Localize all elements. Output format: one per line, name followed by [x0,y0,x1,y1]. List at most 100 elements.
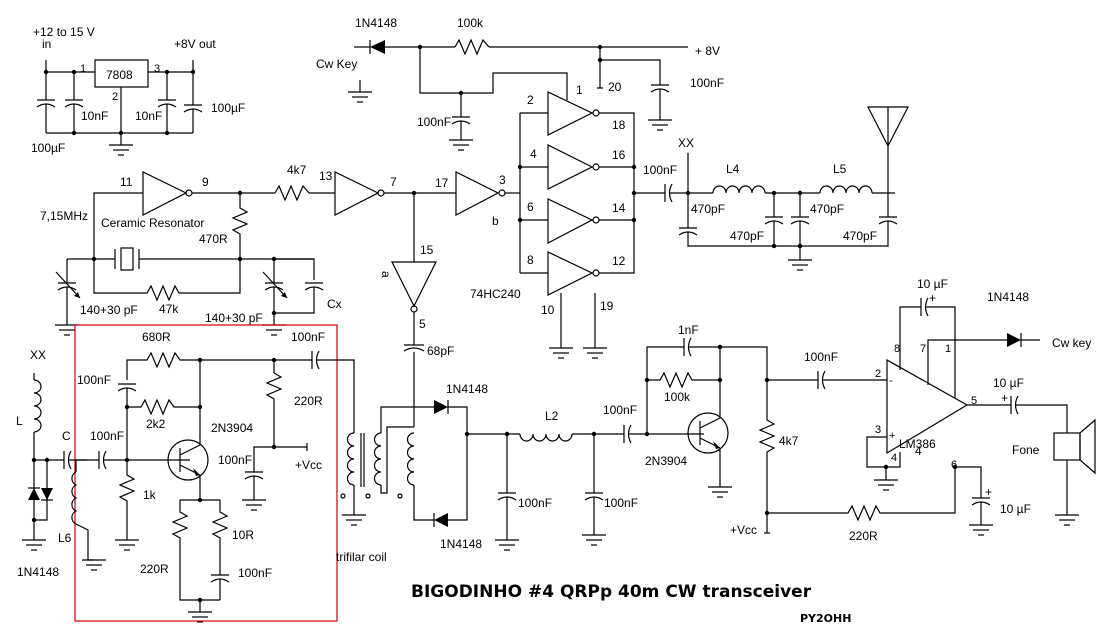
transistor-2n3904 [687,412,729,454]
resistor-icon [647,371,720,389]
inductor-l5-icon [819,185,873,194]
pin-label: 16 [612,148,626,162]
ground-icon [582,347,608,359]
inductor-l-icon [33,379,42,433]
pin-label: 10 [541,303,555,317]
diode-icon [370,40,385,54]
pin-label: 3 [154,63,160,75]
inductor-label: L5 [833,162,847,176]
pin-label: 18 [612,118,626,132]
ground-icon [548,347,574,359]
input-voltage-label: +12 to 15 V [33,25,95,39]
vcc-label: +Vcc [295,458,322,472]
pin-label: 1 [80,63,86,75]
node-label-b: b [492,214,499,228]
transistor-label: 2N3904 [645,454,687,468]
inverter-gate [391,261,437,308]
plus-label: + [985,485,992,499]
lowpass-filter-section: 100nF XX L4 L5 470pF 470pF 470pF 470pF [634,106,909,271]
resistor-label: 220R [294,394,323,408]
pin-label: 6 [951,459,957,471]
diode-label: 1N4148 [355,16,397,30]
keying-section: 1N4148 100k Cw Key + 8V 100nF 20 100nF [316,16,724,151]
pin-label: 1 [945,343,951,355]
author-label: PY2OHH [800,612,851,625]
pin-label: 2 [527,93,534,107]
resistor-label: 4k7 [779,434,799,448]
phone-label: Fone [1012,443,1040,457]
cap-label: 10 µF [1000,502,1031,516]
inductor-label: L [16,414,23,428]
ground-icon [108,144,134,156]
plus-label: + [889,430,895,442]
resistor-icon [454,38,490,56]
pin-label: 19 [600,299,614,313]
resistor-icon [118,460,136,540]
ground-icon [241,499,267,511]
diode-label: 1N4148 [17,565,59,579]
inductor-label: L4 [726,162,740,176]
resistor-label: 680R [142,330,171,344]
vcc-label: +Vcc [730,523,757,537]
oscillator-section: 11 9 7,15MHz Ceramic Resonator 4k7 13 47… [40,163,506,345]
pin-label: 4 [891,452,897,464]
ground-icon [873,479,899,491]
pin-label: 7 [920,343,926,355]
pin-label: 5 [971,395,977,407]
plus-label: + [1001,391,1008,405]
resistor-icon [231,193,249,259]
cap-label: 470pF [843,229,877,243]
diode-icon [1007,333,1021,347]
ground-icon [581,534,607,546]
cap-label: 1nF [678,323,699,337]
resistor-label: 1k [143,488,157,502]
pin-label: 14 [612,201,626,215]
cap-label: C [62,429,71,443]
pin-label: 17 [435,176,449,190]
ground-icon [448,139,474,151]
pin-label: 15 [420,243,434,257]
resonator-icon [120,247,134,271]
pin-label: 12 [612,254,626,268]
cw-key-label[interactable]: Cw Key [316,57,357,71]
driver-ic-label: 74HC240 [470,287,521,301]
rx-frontend-section: XX L 1N4148 C 100nF L6 1k 680R 100nF [16,324,355,623]
inverter-gate [455,171,500,216]
ground-icon [647,119,673,131]
cap-label: 100µF [211,101,245,115]
cap-label: 470pF [730,229,764,243]
cap-label: 10 µF [993,376,1024,390]
trimmer-arrow-icon [55,271,81,299]
pin-label: 8 [527,253,534,267]
cap-label: 100nF [291,330,325,344]
audio-amp-section: LM386 2 - 3 + 4 4 8 + 1 10 µF 7 1N4148 C… [866,277,1096,536]
cap-label: 100nF [77,373,111,387]
plus-label: + [929,291,936,305]
cap-label: 470pF [691,202,725,216]
cap-label: 100nF [218,453,252,467]
resistor-label: 470R [199,232,228,246]
pin-label: 6 [527,200,534,214]
voltage-regulator-section: +12 to 15 V in +8V out 7808 1 2 3 10nF 1… [31,25,245,156]
trimmer-label: 140+30 pF [205,311,263,325]
resistor-label: 220R [849,529,878,543]
node-label-a: a [379,271,393,278]
amp-ic-label: LM386 [899,437,936,451]
resistor-label: 220R [140,562,169,576]
ground-icon [347,91,373,103]
xx-label: XX [30,348,46,362]
cw-key-label[interactable]: Cw key [1052,336,1091,350]
cap-label: 10 µF [917,277,948,291]
trifilar-coil-icon [346,432,355,486]
cap-label: 10nF [81,109,108,123]
resistor-label: 10R [232,528,254,542]
resistor-label: 100k [664,390,691,404]
cap-label: 470pF [810,202,844,216]
pin-label: 4 [530,147,537,161]
resonator-label: Ceramic Resonator [101,216,204,230]
resistor-icon [211,500,229,575]
pin-label: 4 [915,444,922,458]
pin-label: 9 [202,175,209,189]
cx-label: Cx [327,297,342,311]
trifilar-coil-label: trifilar coil [336,550,387,564]
